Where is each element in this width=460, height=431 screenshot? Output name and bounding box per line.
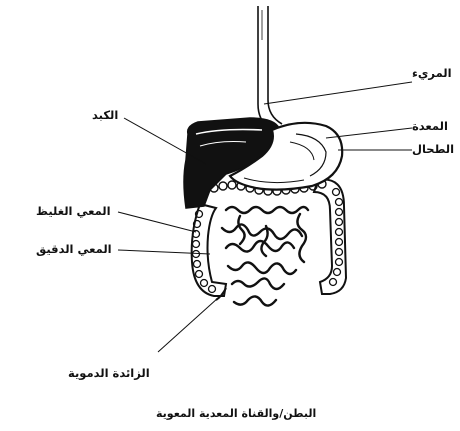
large-intestine-shape <box>192 180 346 296</box>
label-small-intestine: المعي الدقيق <box>36 244 112 256</box>
leader-stomach <box>326 128 412 138</box>
leader-appendix <box>158 298 218 352</box>
leader-large-intestine <box>118 212 196 232</box>
label-appendix: الزائدة الدموية <box>68 368 150 380</box>
small-intestine-coils <box>222 207 308 306</box>
label-spleen: الطحال <box>412 144 454 156</box>
label-liver: الكبد <box>92 110 118 122</box>
label-large-intestine: المعي الغليظ <box>36 206 111 218</box>
label-stomach: المعدة <box>412 121 448 133</box>
label-esophagus: المريء <box>412 68 452 80</box>
leader-esophagus <box>264 82 412 104</box>
esophagus-tube <box>258 6 282 130</box>
diagram-caption: البطن/والقناة المعدية المعوية <box>156 408 316 419</box>
